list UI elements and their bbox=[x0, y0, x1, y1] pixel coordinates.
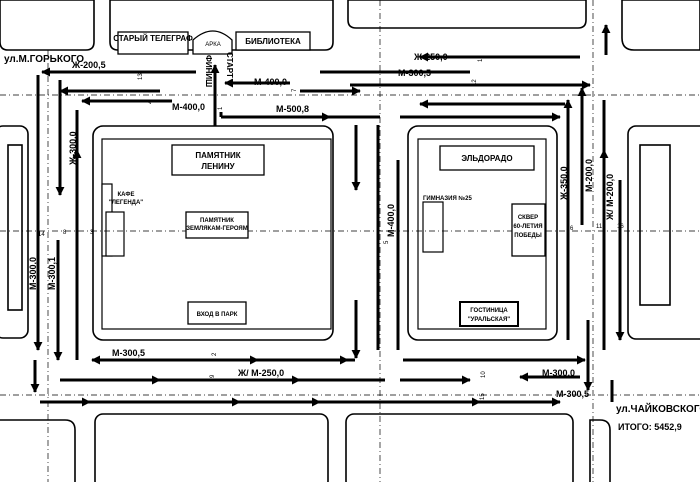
seg-zh-m200-0: Ж/ М-200,0 bbox=[605, 174, 615, 221]
finish-label: ФИНИШ bbox=[204, 55, 213, 87]
point-2: 2 bbox=[212, 352, 218, 356]
heroes-label-line1: ПАМЯТНИК bbox=[200, 218, 234, 224]
seg-zh250-0: Ж-250,0 bbox=[413, 52, 448, 62]
point-5: 5 bbox=[384, 240, 390, 244]
cafe-label-line1: КАФЕ bbox=[118, 192, 135, 198]
point-7: 7 bbox=[292, 88, 298, 92]
seg-m500-8: М-500,8 bbox=[276, 104, 309, 114]
route-arrows bbox=[30, 24, 625, 407]
seg-zh200-5: Ж-200,5 bbox=[71, 60, 106, 70]
point-6: 6 bbox=[570, 226, 574, 232]
point-4: 4 bbox=[148, 100, 154, 104]
total-label: ИТОГО: 5452,9 bbox=[618, 422, 682, 432]
library-label: БИБЛИОТЕКА bbox=[245, 37, 301, 46]
eldorado-box: ЭЛЬДОРАДО bbox=[439, 145, 535, 171]
cafe-label-line2: "ЛЕГЕНДА" bbox=[109, 200, 143, 206]
point-14: 14 bbox=[38, 232, 45, 238]
seg-m300-1: М-300,1 bbox=[47, 257, 57, 290]
arch-label: АРКА bbox=[205, 42, 221, 48]
street-gorky: ул.М.ГОРЬКОГО bbox=[4, 54, 84, 65]
seg-m300-0-left: М-300,0 bbox=[28, 257, 38, 290]
heroes-label-line2: ЗЕМЛЯКАМ-ГЕРОЯМ bbox=[186, 226, 248, 232]
park-entry-label: ВХОД В ПАРК bbox=[197, 312, 238, 318]
point-15: 15 bbox=[480, 393, 486, 400]
heroes-monument-box: ПАМЯТНИК ЗЕМЛЯКАМ-ГЕРОЯМ bbox=[185, 211, 249, 239]
lenin-monument-box: ПАМЯТНИК ЛЕНИНУ bbox=[171, 144, 265, 176]
square-label-line3: ПОБЕДЫ bbox=[514, 233, 542, 239]
seg-zh350-0: Ж-350,0 bbox=[559, 166, 569, 201]
seg-m300-0-bottom: М-300,0 bbox=[542, 368, 575, 378]
lenin-label-line1: ПАМЯТНИК bbox=[195, 151, 240, 160]
telegraph-label: СТАРЫЙ ТЕЛЕГРАФ bbox=[113, 34, 193, 43]
point-17: 17 bbox=[478, 55, 484, 62]
point-16: 16 bbox=[617, 224, 624, 230]
hotel-box: ГОСТИНИЦА "УРАЛЬСКАЯ" bbox=[459, 301, 519, 327]
seg-m400-0-b: М-400,0 bbox=[172, 102, 205, 112]
point-1: 1 bbox=[218, 106, 224, 110]
square-label-line1: СКВЕР bbox=[518, 215, 538, 221]
point-13: 13 bbox=[138, 73, 144, 80]
point-9: 9 bbox=[210, 374, 216, 378]
checkpoints: 1 2 3 4 5 6 7 8 9 10 11 12 13 14 15 16 1… bbox=[38, 55, 624, 400]
seg-zh300-0: Ж-300,0 bbox=[68, 131, 78, 166]
square-label-line2: 60-ЛЕТИЯ bbox=[513, 224, 542, 230]
point-11: 11 bbox=[596, 224, 603, 230]
hotel-label-line2: "УРАЛЬСКАЯ" bbox=[468, 317, 510, 323]
point-10: 10 bbox=[481, 371, 487, 378]
park-entry-box: ВХОД В ПАРК bbox=[187, 301, 247, 325]
seg-m300-5-top: М-300,5 bbox=[398, 68, 431, 78]
point-8: 8 bbox=[63, 230, 67, 236]
point-12: 12 bbox=[472, 79, 478, 86]
point-3: 3 bbox=[90, 230, 94, 236]
library-box: БИБЛИОТЕКА bbox=[235, 31, 311, 51]
seg-m400-0-a: М-400,0 bbox=[254, 77, 287, 87]
hotel-label-line1: ГОСТИНИЦА bbox=[470, 308, 508, 314]
eldorado-label: ЭЛЬДОРАДО bbox=[461, 154, 512, 163]
street-chaikovsky: ул.ЧАЙКОВСКОГО bbox=[616, 402, 700, 415]
seg-m300-5-bottom: М-300,5 bbox=[556, 389, 589, 399]
telegraph-box: СТАРЫЙ ТЕЛЕГРАФ bbox=[113, 31, 193, 55]
seg-m300-5-park: М-300,5 bbox=[112, 348, 145, 358]
start-label: СТАРТ bbox=[225, 52, 234, 78]
seg-zh-m250-0: Ж/ М-250,0 bbox=[237, 368, 284, 378]
seg-m400-0-mid: М-400,0 bbox=[386, 204, 396, 237]
arch-box: АРКА bbox=[192, 30, 233, 55]
segment-labels: Ж-200,5 М-400,0 М-400,0 М-500,8 Ж-250,0 … bbox=[28, 52, 615, 399]
lenin-label-line2: ЛЕНИНУ bbox=[201, 162, 235, 171]
seg-m200-0: М-200,0 bbox=[584, 159, 594, 192]
square-box: СКВЕР 60-ЛЕТИЯ ПОБЕДЫ bbox=[511, 203, 546, 257]
gymnasium-label: ГИМНАЗИЯ №25 bbox=[423, 195, 472, 202]
